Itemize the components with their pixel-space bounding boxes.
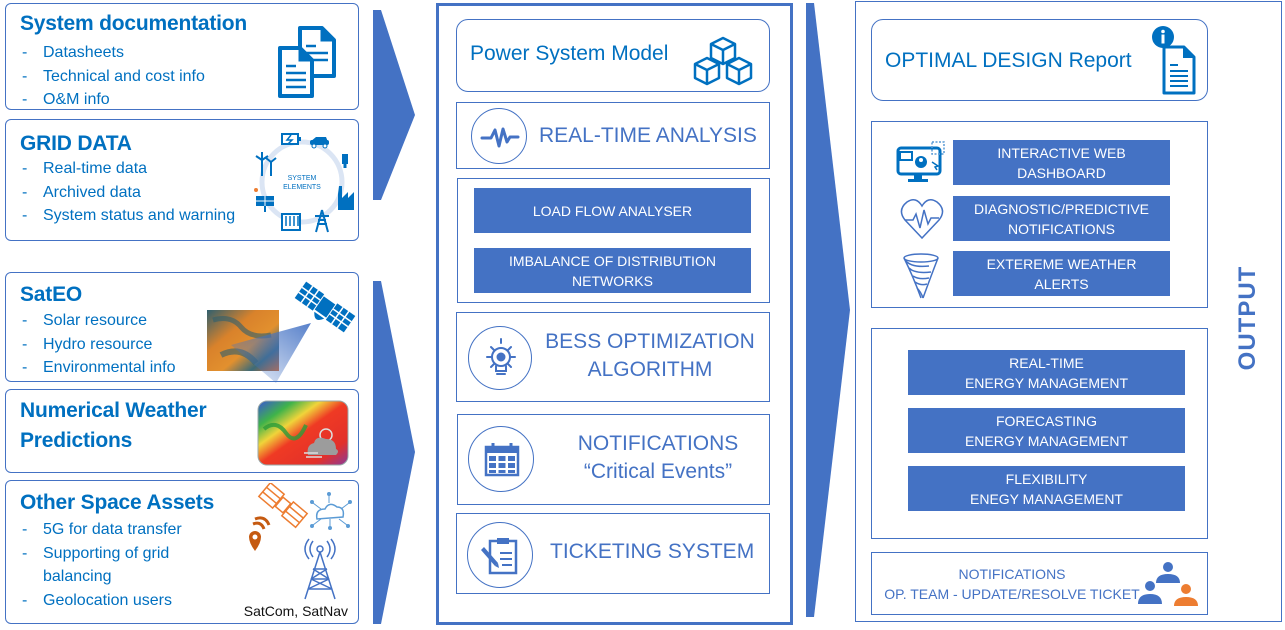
list-item: -Hydro resource — [22, 335, 153, 353]
power-system-model-title: Power System Model — [470, 42, 669, 65]
team-icon — [1138, 562, 1198, 606]
arrow-inputs-top — [373, 10, 415, 200]
list-item: -Supporting of grid balancing — [22, 544, 170, 586]
flexibility-energy-management-button[interactable]: FLEXIBILITY ENEGY MANAGEMENT — [908, 466, 1185, 511]
system-documentation-list: -Datasheets -Technical and cost info -O&… — [22, 41, 205, 112]
load-flow-analyser-button[interactable]: LOAD FLOW ANALYSER — [474, 188, 751, 233]
list-item: -5G for data transfer — [22, 521, 182, 538]
calendar-icon — [484, 443, 520, 477]
satcom-satnav-caption: SatCom, SatNav — [243, 603, 348, 619]
sateo-title: SatEO — [20, 283, 83, 306]
list-item: -System status and warning — [22, 207, 236, 224]
list-item: -Solar resource — [22, 312, 148, 329]
arrow-to-output — [806, 3, 850, 618]
list-item: -Archived data — [22, 183, 141, 201]
nwp-panel: Numerical Weather Predictions — [5, 389, 359, 473]
list-item: -Geolocation users — [22, 591, 172, 609]
arrow-inputs-bottom — [373, 281, 415, 624]
grid-data-title: GRID DATA — [20, 132, 132, 155]
calendar-icon-badge — [468, 426, 534, 492]
notifications-critical-events-box[interactable]: NOTIFICATIONS “Critical Events” — [457, 414, 770, 505]
documents-icon — [278, 26, 336, 98]
power-system-model-box[interactable]: Power System Model — [456, 19, 770, 92]
bess-title: BESS OPTIMIZATION ALGORITHM — [545, 330, 755, 382]
list-item: -Datasheets — [22, 44, 124, 61]
extreme-weather-alerts-button[interactable]: EXTEREME WEATHER ALERTS — [953, 251, 1170, 296]
ticketing-system-box[interactable]: TICKETING SYSTEM — [456, 513, 770, 594]
other-space-assets-list: -5G for data transfer -Supporting of gri… — [22, 518, 213, 612]
grid-data-panel: GRID DATA -Real-time data -Archived data… — [5, 119, 359, 241]
pulse-icon-badge — [471, 108, 527, 164]
other-space-assets-panel: Other Space Assets -5G for data transfer… — [5, 480, 359, 624]
clipboard-icon-badge — [467, 522, 533, 588]
satellite-icon — [207, 281, 356, 383]
diagnostic-predictive-notifications-button[interactable]: DIAGNOSTIC/PREDICTIVE NOTIFICATIONS — [953, 196, 1170, 241]
lightbulb-gear-icon — [486, 338, 516, 375]
system-documentation-panel: System documentation -Datasheets -Techni… — [5, 3, 359, 110]
info-document-icon — [1152, 26, 1196, 95]
nwp-title-line2: Predictions — [20, 429, 133, 452]
interactive-web-dashboard-button[interactable]: INTERACTIVE WEB DASHBOARD — [953, 140, 1170, 185]
team-notifications-text: NOTIFICATIONS OP. TEAM - UPDATE/RESOLVE … — [884, 566, 1140, 602]
nwp-title-line1: Numerical Weather — [20, 399, 207, 422]
ticketing-title: TICKETING SYSTEM — [550, 540, 755, 563]
list-item: -O&M info — [22, 91, 110, 108]
team-notifications-box[interactable]: NOTIFICATIONS OP. TEAM - UPDATE/RESOLVE … — [871, 552, 1208, 615]
real-time-analysis-box[interactable]: REAL-TIME ANALYSIS — [456, 102, 770, 169]
list-item: -Technical and cost info — [22, 67, 205, 85]
system-elements-label: SYSTEM — [288, 175, 317, 182]
optimal-design-report-box[interactable]: OPTIMAL DESIGN Report — [871, 19, 1208, 101]
imbalance-distribution-networks-button[interactable]: IMBALANCE OF DISTRIBUTION NETWORKS — [474, 248, 751, 293]
system-documentation-title: System documentation — [20, 12, 248, 35]
real-time-modules-box: LOAD FLOW ANALYSER IMBALANCE OF DISTRIBU… — [457, 178, 770, 303]
sateo-panel: SatEO -Solar resource -Hydro resource -E… — [5, 272, 359, 383]
clipboard-pencil-icon — [481, 538, 518, 575]
lightbulb-icon-badge — [468, 326, 532, 390]
optimal-design-report-title: OPTIMAL DESIGN Report — [885, 49, 1132, 72]
tornado-icon — [903, 253, 939, 299]
output-services-box: INTERACTIVE WEB DASHBOARD DIAGNOSTIC/PRE… — [871, 121, 1208, 308]
forecasting-energy-management-button[interactable]: FORECASTING ENERGY MANAGEMENT — [908, 408, 1185, 453]
grid-data-list: -Real-time data -Archived data -System s… — [22, 157, 235, 228]
satcom-satnav-icon — [249, 483, 352, 600]
list-item: -Environmental info — [22, 359, 176, 376]
system-elements-label: ELEMENTS — [283, 184, 321, 191]
notifications-title: NOTIFICATIONS “Critical Events” — [577, 432, 739, 484]
weather-map-icon — [257, 400, 349, 466]
list-item: -Real-time data — [22, 160, 148, 177]
energy-management-box: REAL-TIME ENERGY MANAGEMENT FORECASTING … — [871, 328, 1208, 539]
real-time-analysis-title: REAL-TIME ANALYSIS — [539, 124, 757, 147]
sateo-list: -Solar resource -Hydro resource -Environ… — [22, 309, 176, 380]
output-label: OUTPUT — [1234, 265, 1261, 371]
heart-pulse-icon — [900, 199, 944, 240]
cubes-icon — [693, 36, 753, 86]
real-time-energy-management-button[interactable]: REAL-TIME ENERGY MANAGEMENT — [908, 350, 1185, 395]
bess-optimization-box[interactable]: BESS OPTIMIZATION ALGORITHM — [456, 312, 770, 402]
pulse-icon — [480, 127, 520, 148]
system-elements-icon: SYSTEM ELEMENTS — [254, 133, 354, 233]
web-dashboard-icon — [896, 141, 945, 182]
other-space-assets-title: Other Space Assets — [20, 491, 215, 514]
